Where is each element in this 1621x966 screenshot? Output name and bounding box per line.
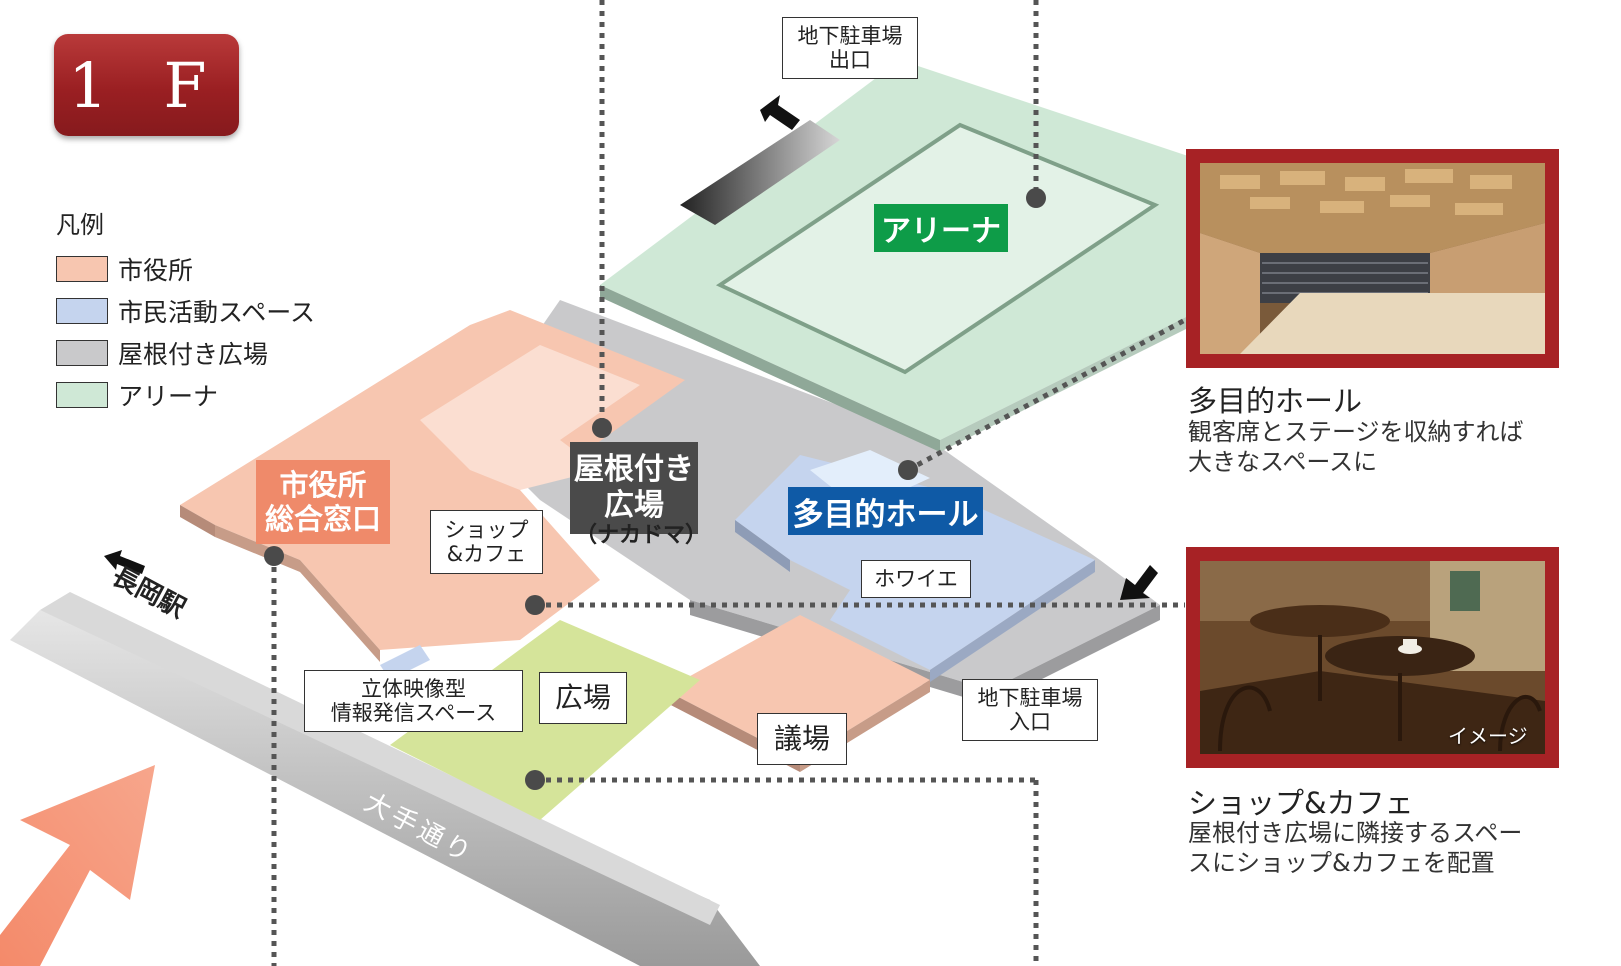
plaza-tag[interactable]: 広場 [539, 672, 627, 724]
parking-entrance-tag: 地下駐車場 入口 [962, 679, 1098, 741]
legend-label: 屋根付き広場 [118, 340, 269, 369]
floor-badge: 1 F [54, 34, 239, 136]
arena-label[interactable]: アリーナ [874, 204, 1008, 252]
shop-cafe-tag[interactable]: ショップ &カフェ [430, 510, 543, 574]
parking-exit-ramp [680, 120, 840, 225]
street-road [10, 610, 760, 966]
legend: 凡例 市役所 市民活動スペース 屋根付き広場 アリーナ [56, 205, 315, 416]
city-hall-window-label[interactable]: 市役所 総合窓口 [256, 460, 390, 544]
legend-label: アリーナ [118, 382, 219, 411]
roofed-plaza-label[interactable]: 屋根付き 広場 [570, 442, 698, 534]
legend-swatch [56, 256, 108, 282]
image-note: イメージ [1448, 724, 1528, 748]
nakadoma-label: （ナカドマ） [575, 523, 708, 548]
legend-item-roofed-plaza: 屋根付き広場 [56, 332, 315, 374]
legend-item-city-hall: 市役所 [56, 248, 315, 290]
legend-swatch [56, 340, 108, 366]
cafe-photo-desc: 屋根付き広場に隣接するスペー スにショップ&カフェを配置 [1188, 819, 1523, 877]
foyer-tag: ホワイエ [861, 560, 971, 598]
legend-title: 凡例 [56, 211, 104, 239]
parking-exit-tag: 地下駐車場 出口 [782, 17, 918, 79]
info-space-tag: 立体映像型 情報発信スペース [304, 670, 523, 732]
legend-item-civic-space: 市民活動スペース [56, 290, 315, 332]
approach-arrow [0, 765, 155, 966]
cafe-photo-frame [1186, 547, 1559, 768]
legend-item-arena: アリーナ [56, 374, 315, 416]
hall-photo [1200, 163, 1545, 354]
legend-label: 市役所 [118, 256, 194, 285]
hall-photo-desc: 観客席とステージを収納すれば 大きなスペースに [1188, 418, 1524, 476]
cafe-photo [1200, 561, 1545, 754]
assembly-tag[interactable]: 議場 [757, 713, 847, 765]
legend-swatch [56, 298, 108, 324]
assembly-area [665, 615, 930, 760]
cafe-photo-title: ショップ&カフェ [1188, 786, 1414, 820]
hall-photo-frame [1186, 149, 1559, 368]
multipurpose-hall-label[interactable]: 多目的ホール [788, 487, 983, 535]
hall-photo-title: 多目的ホール [1188, 384, 1363, 418]
city-hall-inner [420, 345, 640, 490]
legend-swatch [56, 382, 108, 408]
legend-label: 市民活動スペース [118, 298, 316, 327]
